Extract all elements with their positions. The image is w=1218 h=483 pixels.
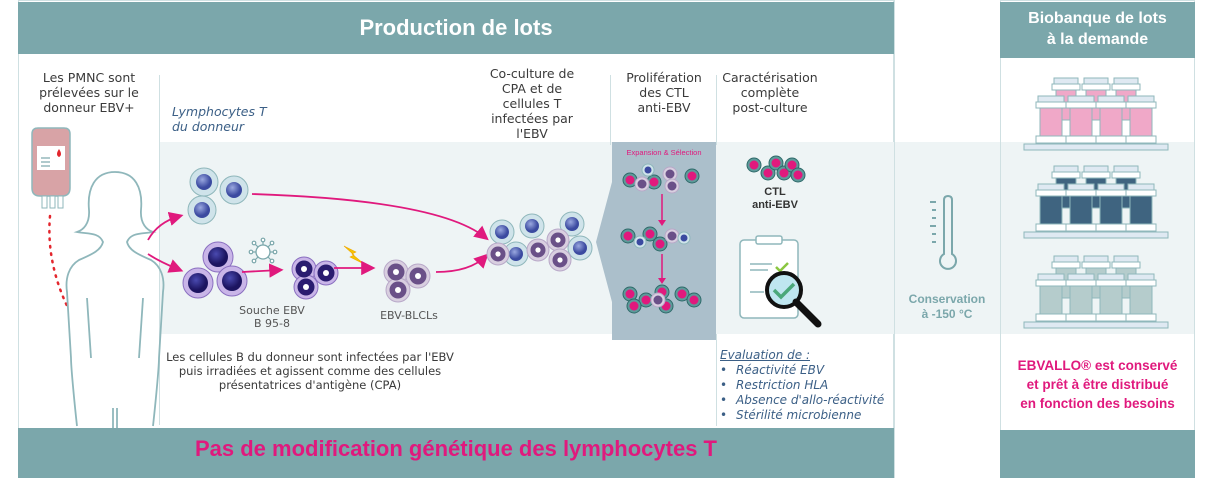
person-silhouette-icon — [65, 171, 165, 428]
vial-rack-grey-icon — [1023, 255, 1169, 329]
biobank-title-line: Biobanque de lots — [1028, 10, 1167, 27]
conservation-line: à -150 °C — [921, 307, 973, 321]
coculture-line: cellules T — [502, 96, 562, 111]
strain-label: Souche EBV B 95-8 — [232, 304, 312, 330]
strain-line: Souche EBV — [239, 304, 305, 317]
coculture-cluster-icon — [486, 211, 593, 272]
evaluation-item: • Restriction HLA — [720, 378, 884, 393]
donor-line: Les PMNC sont — [42, 70, 136, 85]
bullet-icon: • — [720, 393, 728, 407]
evaluation-item-text: Absence d'allo-réactivité — [736, 393, 885, 407]
donor-line: prélevées sur le — [39, 85, 139, 100]
b-cells-note: Les cellules B du donneur sont infectées… — [160, 350, 460, 392]
production-title: Production de lots — [359, 15, 553, 40]
rack-shelf — [1023, 321, 1169, 329]
divider — [716, 75, 717, 145]
collection-dotted-arrow — [48, 214, 70, 310]
coculture-line: Co-culture de — [489, 66, 575, 81]
biobank-header: Biobanque de lots à la demande — [1000, 2, 1195, 58]
process-arrows — [147, 193, 489, 278]
coculture-line: l'EBV — [516, 126, 548, 141]
footer-banner — [18, 428, 894, 478]
blcl-label: EBV-BLCLs — [380, 309, 438, 322]
conservation-line: Conservation — [908, 292, 986, 306]
vial — [1095, 273, 1127, 322]
vial — [1125, 95, 1157, 144]
vial — [1095, 183, 1127, 232]
b-cell-cluster-icon — [182, 241, 248, 299]
proliferation-line: anti-EBV — [637, 100, 691, 115]
divider — [716, 334, 717, 426]
thermometer-icon — [930, 194, 957, 270]
evaluation-item: • Stérilité microbienne — [720, 408, 884, 423]
biobank-title-line: à la demande — [1046, 31, 1149, 48]
rack-shelf — [1023, 143, 1169, 151]
evaluation-item-text: Réactivité EBV — [736, 363, 825, 377]
ctl-cluster-icon — [746, 155, 806, 183]
divider — [610, 75, 611, 145]
ctl-label: CTL anti-EBV — [740, 186, 810, 212]
ctl-label-line: CTL — [764, 186, 786, 198]
virus-icon — [248, 237, 278, 264]
ctl-expansion-stages-icon — [620, 163, 702, 314]
proliferation-text: Prolifération des CTL anti-EBV — [612, 70, 716, 115]
vial-rack-pink-icon — [1023, 77, 1169, 151]
vial — [1065, 183, 1097, 232]
footer-message: Pas de modification génétique des lympho… — [194, 436, 717, 461]
vial — [1065, 273, 1097, 322]
lymphocytes-line: Lymphocytes T — [172, 104, 267, 119]
characterisation-line: Caractérisation — [722, 70, 818, 85]
bullet-icon: • — [720, 378, 728, 392]
b-cells-note-line: Les cellules B du donneur sont infectées… — [166, 350, 454, 364]
ctl-label-line: anti-EBV — [752, 199, 798, 211]
evaluation-item: • Absence d'allo-réactivité — [720, 393, 884, 408]
b-cells-note-line: présentatrices d'antigène (CPA) — [218, 378, 402, 392]
characterisation-line: post-culture — [732, 100, 808, 115]
biobank-note-line: EBVALLO® est conservé — [1017, 358, 1178, 373]
blood-bag-icon — [31, 127, 71, 209]
divider — [894, 0, 895, 478]
evaluation-item-text: Restriction HLA — [736, 378, 829, 392]
biobank-footer — [1000, 430, 1195, 478]
vial — [1125, 183, 1157, 232]
proliferation-line: des CTL — [639, 85, 689, 100]
evaluation-item: • Réactivité EBV — [720, 363, 884, 378]
divider — [159, 75, 160, 425]
vial-rack-navy-icon — [1023, 165, 1169, 239]
evaluation-title: Evaluation de : — [720, 348, 810, 362]
bullet-icon: • — [720, 363, 728, 377]
proliferation-line: Prolifération — [626, 70, 702, 85]
donor-line: donneur EBV+ — [43, 100, 135, 115]
evaluation-item-text: Stérilité microbienne — [736, 408, 862, 422]
magnifier-icon — [765, 271, 822, 328]
lymphocytes-line: du donneur — [172, 119, 245, 134]
vial — [1125, 273, 1157, 322]
biobank-note-line: et prêt à être distribué — [1026, 377, 1169, 392]
coculture-line: infectées par — [491, 111, 573, 126]
rack-shelf — [1023, 231, 1169, 239]
vial — [1035, 273, 1067, 322]
b-cells-note-line: puis irradiées et agissent comme des cel… — [178, 364, 442, 378]
vial — [1065, 95, 1097, 144]
evaluation-block: Evaluation de : • Réactivité EBV • Restric… — [720, 348, 884, 423]
characterisation-text: Caractérisation complète post-culture — [718, 70, 822, 115]
vial — [1095, 95, 1127, 144]
vial — [1035, 183, 1067, 232]
infected-b-cell-cluster-icon — [291, 256, 339, 300]
vial — [1035, 95, 1067, 144]
production-header: Production de lots — [18, 2, 894, 54]
conservation-label: Conservation à -150 °C — [900, 292, 994, 322]
characterisation-line: complète — [740, 85, 800, 100]
expansion-label: Expansion & Sélection — [626, 148, 702, 157]
bullet-icon: • — [720, 408, 728, 422]
coculture-text: Co-culture de CPA et de cellules T infec… — [482, 66, 582, 141]
t-cell-cluster-icon — [187, 167, 249, 225]
ebv-blcl-cluster-icon — [383, 259, 431, 303]
strain-line: B 95-8 — [253, 317, 290, 330]
coculture-line: CPA et de — [501, 81, 563, 96]
donor-text: Les PMNC sont prélevées sur le donneur E… — [30, 70, 148, 115]
biobank-note-line: en fonction des besoins — [1020, 396, 1175, 411]
biobank-note: EBVALLO® est conservé et prêt à être dis… — [1000, 356, 1195, 413]
lymphocytes-label: Lymphocytes T du donneur — [172, 104, 267, 134]
